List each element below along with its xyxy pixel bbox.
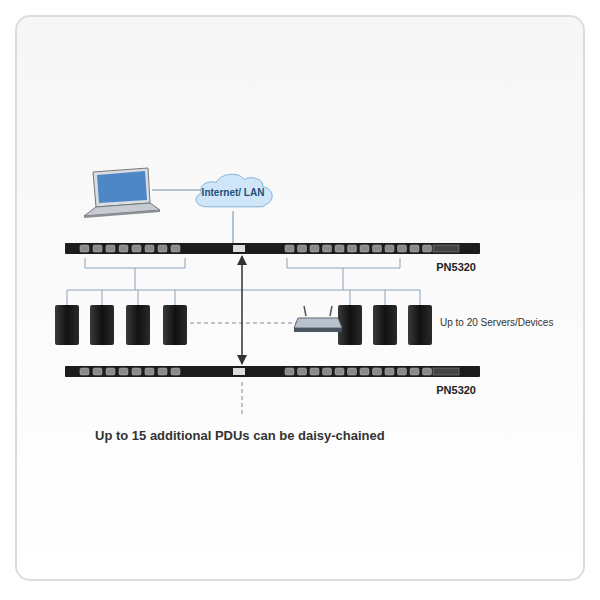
outlet xyxy=(360,368,369,375)
outlet xyxy=(398,368,407,375)
wire xyxy=(385,290,386,305)
outlet-bracket xyxy=(287,258,400,268)
server-tower xyxy=(163,305,187,345)
outlet xyxy=(373,245,382,252)
daisy-chain-note: Up to 15 additional PDUs can be daisy-ch… xyxy=(95,428,385,443)
server-tower xyxy=(55,305,79,345)
outlet xyxy=(145,245,154,252)
cloud-label: Internet/ LAN xyxy=(202,187,265,198)
outlet xyxy=(93,368,102,375)
breaker xyxy=(233,368,245,375)
chain-continuation xyxy=(242,382,243,416)
wire xyxy=(420,290,421,305)
outlet xyxy=(171,368,180,375)
wire xyxy=(343,268,344,290)
outlet xyxy=(410,245,419,252)
outlet xyxy=(323,245,332,252)
pdu-outlets xyxy=(65,243,480,254)
outlet xyxy=(385,245,394,252)
wire xyxy=(175,290,176,305)
model-name: PN5320 xyxy=(436,384,476,396)
network-link xyxy=(233,211,234,243)
model-name: PN5320 xyxy=(436,261,476,273)
server-tower xyxy=(408,305,432,345)
outlet xyxy=(145,368,154,375)
display-panel xyxy=(433,245,459,252)
wire xyxy=(102,290,103,305)
pdu-bar: PN5320 xyxy=(65,366,480,377)
cloud-outline xyxy=(196,174,272,207)
wire xyxy=(67,290,420,291)
outlet xyxy=(423,368,432,375)
outlet xyxy=(119,245,128,252)
outlet xyxy=(132,245,141,252)
outlet xyxy=(285,245,294,252)
outlet xyxy=(80,245,89,252)
outlet xyxy=(132,368,141,375)
outlet xyxy=(360,245,369,252)
outlet xyxy=(348,368,357,375)
outlet xyxy=(106,368,115,375)
router-icon xyxy=(294,306,342,332)
outlet xyxy=(298,245,307,252)
breaker xyxy=(233,245,245,252)
outlet xyxy=(385,368,394,375)
outlet xyxy=(171,245,180,252)
router-base xyxy=(294,328,342,332)
outlet xyxy=(398,245,407,252)
outlet xyxy=(310,245,319,252)
capacity-note: Up to 20 Servers/Devices xyxy=(440,317,553,328)
outlet xyxy=(348,245,357,252)
daisy-chain-link xyxy=(241,256,243,364)
laptop-screen xyxy=(97,171,147,203)
outlet xyxy=(423,245,432,252)
outlet xyxy=(106,245,115,252)
outlet xyxy=(310,368,319,375)
network-line xyxy=(152,190,202,191)
outlet xyxy=(285,368,294,375)
wire xyxy=(350,290,351,305)
cloud-node: Internet/ LAN xyxy=(191,169,276,211)
server-tower xyxy=(126,305,150,345)
outlet xyxy=(323,368,332,375)
laptop-lid xyxy=(93,168,150,207)
network-dash xyxy=(190,323,300,324)
outlet xyxy=(158,368,167,375)
outlet xyxy=(298,368,307,375)
antenna xyxy=(304,306,306,316)
pdu-outlets xyxy=(65,366,480,377)
outlet xyxy=(119,368,128,375)
server-group xyxy=(55,305,432,345)
wire xyxy=(138,290,139,305)
panel-frame xyxy=(16,16,584,580)
wire xyxy=(67,290,68,305)
laptop-icon xyxy=(84,168,160,218)
router-body xyxy=(294,318,342,328)
laptop-edge xyxy=(84,210,160,218)
outlet xyxy=(335,368,344,375)
outlet xyxy=(410,368,419,375)
outlet-bracket xyxy=(85,258,185,268)
pdu-bar: PN5320 xyxy=(65,243,480,254)
outlet xyxy=(93,245,102,252)
antenna xyxy=(330,306,332,316)
outlet xyxy=(373,368,382,375)
server-tower xyxy=(90,305,114,345)
outlet xyxy=(335,245,344,252)
display-panel xyxy=(433,368,459,375)
server-tower xyxy=(373,305,397,345)
server-tower xyxy=(338,305,362,345)
outlet xyxy=(80,368,89,375)
outlet xyxy=(158,245,167,252)
power-wires xyxy=(67,258,420,305)
wire xyxy=(135,268,136,290)
